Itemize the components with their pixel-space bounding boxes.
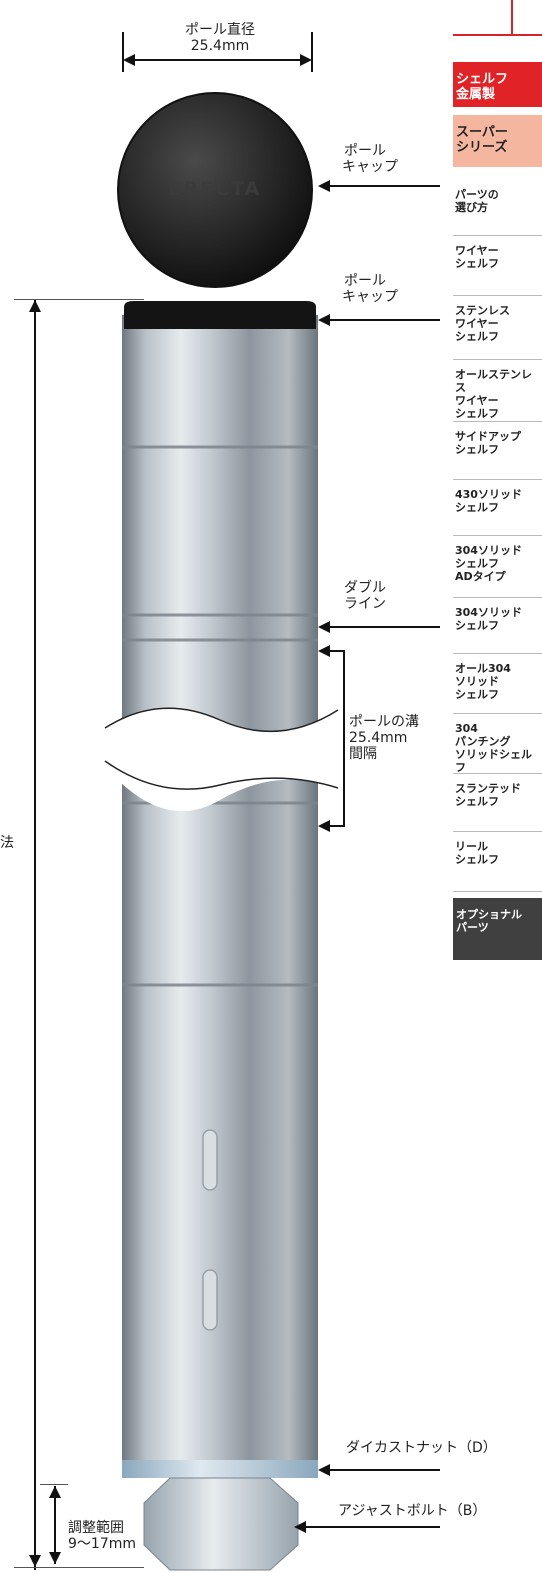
adjust-range-label: 調整範囲 9～17mm xyxy=(68,1520,136,1552)
nav-all-stainless-wire-shelf[interactable]: オールステンレスワイヤーシェルフ xyxy=(453,360,542,422)
diameter-arrow-left-icon xyxy=(123,54,135,66)
groove-label: ポールの溝 25.4mm 間隔 xyxy=(349,714,419,762)
groove-arrow-bottom-icon xyxy=(318,820,330,832)
nav-430-solid-shelf[interactable]: 430ソリッドシェルフ xyxy=(453,480,542,536)
range-arrow-down-icon xyxy=(49,1552,61,1564)
cap-mounted-arrow-line xyxy=(330,319,440,321)
nut-arrow-icon xyxy=(318,1464,330,1476)
nav-optional-parts[interactable]: オプショナルパーツ xyxy=(453,898,542,960)
pole-illustration: ポール直径 25.4mm ERECTA ポール キャップ 寸法 xyxy=(0,22,497,1571)
diameter-tick-right xyxy=(311,32,313,72)
groove-bracket-bottom xyxy=(330,825,345,827)
nut-arrow-line xyxy=(330,1469,440,1471)
nav-shelf-metal[interactable]: シェルフ金属製 xyxy=(453,62,542,107)
nav-side-up-shelf[interactable]: サイドアップシェルフ xyxy=(453,422,542,480)
pole-cap-image xyxy=(117,92,313,288)
height-dim-line xyxy=(34,300,36,1570)
nav-super-series[interactable]: スーパーシリーズ xyxy=(453,115,542,167)
nav-stainless-wire-shelf[interactable]: ステンレスワイヤーシェルフ xyxy=(453,296,542,360)
diameter-arrow-right-icon xyxy=(300,54,312,66)
groove-arrow-top-icon xyxy=(318,645,330,657)
height-arrow-down-icon xyxy=(29,1555,41,1567)
diameter-arrow-line xyxy=(132,59,302,61)
sidebar-top-rule xyxy=(453,34,542,36)
groove-bracket-top xyxy=(330,650,345,652)
nav-304-solid-shelf[interactable]: 304ソリッドシェルフ xyxy=(453,598,542,654)
cap-mounted-arrow-icon xyxy=(318,314,330,326)
cap-top-arrow-icon xyxy=(318,180,330,192)
nav-wire-shelf[interactable]: ワイヤーシェルフ xyxy=(453,236,542,296)
cap-top-arrow-line xyxy=(330,185,440,187)
range-arrow-up-icon xyxy=(49,1486,61,1498)
double-line-arrow-line xyxy=(330,626,440,628)
bolt-arrow-icon xyxy=(294,1521,306,1533)
height-bottom-tick xyxy=(14,1567,144,1568)
nav-parts-guide[interactable]: パーツの選び方 xyxy=(453,180,542,236)
range-dim-line xyxy=(54,1486,56,1564)
sidebar-nav: シェルフ金属製 スーパーシリーズ パーツの選び方 ワイヤーシェルフ ステンレスワ… xyxy=(453,0,542,1573)
pole-image xyxy=(100,301,340,1571)
adjust-bolt-label: アジャストボルト（B） xyxy=(338,1503,487,1519)
double-line-arrow-icon xyxy=(318,621,330,633)
height-top-tick xyxy=(14,299,144,300)
cap-label-top: ポール キャップ xyxy=(342,143,398,175)
pole-diameter-label: ポール直径 25.4mm xyxy=(185,22,255,54)
die-cast-nut-label: ダイカストナット（D） xyxy=(346,1440,497,1456)
groove-bracket-vertical xyxy=(343,650,345,826)
double-line-label: ダブル ライン xyxy=(344,580,386,612)
cap-logo: ERECTA xyxy=(168,178,262,200)
nav-reel-shelf[interactable]: リールシェルフ xyxy=(453,832,542,892)
cap-label-mounted: ポール キャップ xyxy=(342,273,398,305)
sidebar-top-line xyxy=(511,0,513,34)
diameter-tick-left xyxy=(122,32,124,72)
bolt-arrow-line xyxy=(305,1526,440,1528)
height-arrow-up-icon xyxy=(29,300,41,312)
size-label: 寸法 xyxy=(0,835,14,851)
range-top-tick xyxy=(40,1484,68,1485)
nav-slanted-shelf[interactable]: スランテッドシェルフ xyxy=(453,774,542,832)
